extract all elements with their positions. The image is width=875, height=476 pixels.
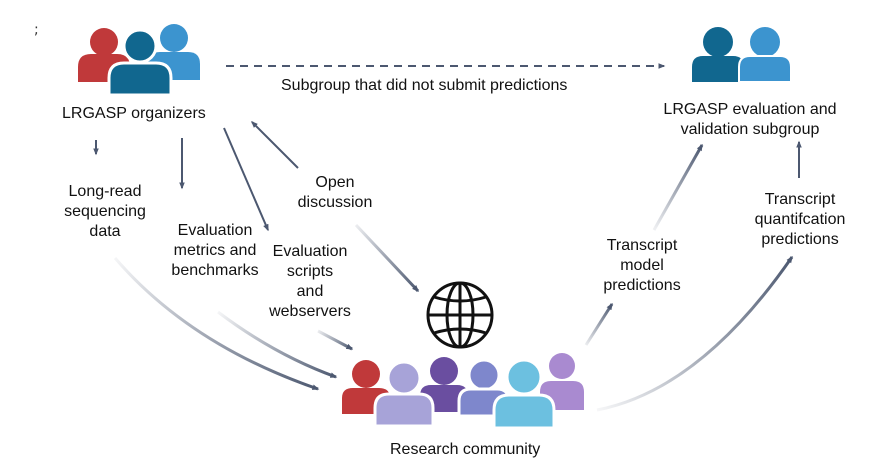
community-people-icon	[342, 353, 584, 430]
open-discussion-label: Open discussion	[297, 174, 373, 211]
arrow-icon	[223, 127, 269, 232]
globe-icon	[426, 281, 494, 349]
organizers-people-icon	[78, 24, 200, 97]
person-icon	[107, 28, 173, 97]
arrow-icon	[251, 121, 299, 169]
arrow-icon	[217, 310, 338, 379]
person-icon	[373, 360, 435, 428]
scripts-label: Evaluation scripts and webservers	[269, 243, 351, 320]
person-icon	[492, 358, 556, 430]
community-label: Research community	[390, 441, 541, 458]
long-read-label: Long-read sequencing data	[64, 183, 146, 240]
evaluation-subgroup-people-icon	[692, 27, 792, 83]
organizers-label: LRGASP organizers	[62, 105, 206, 122]
person-icon	[692, 27, 744, 82]
arrow-icon	[317, 329, 354, 351]
arrow-icon	[584, 302, 614, 346]
dashed-link-label: Subgroup that did not submit predictions	[281, 77, 568, 94]
person-icon	[540, 353, 584, 410]
evaluation-subgroup-label: LRGASP evaluation and validation subgrou…	[663, 101, 837, 138]
transcript-quant-label: Transcript quantifcation predictions	[754, 191, 846, 248]
corner-marker: ;	[34, 22, 39, 38]
metrics-label: Evaluation metrics and benchmarks	[171, 222, 259, 279]
transcript-model-label: Transcript model predictions	[603, 237, 681, 294]
arrow-icon	[596, 255, 794, 412]
person-icon	[738, 27, 792, 83]
arrow-icon	[113, 257, 320, 391]
arrow-icon	[652, 143, 704, 231]
arrow-icon	[354, 223, 420, 293]
